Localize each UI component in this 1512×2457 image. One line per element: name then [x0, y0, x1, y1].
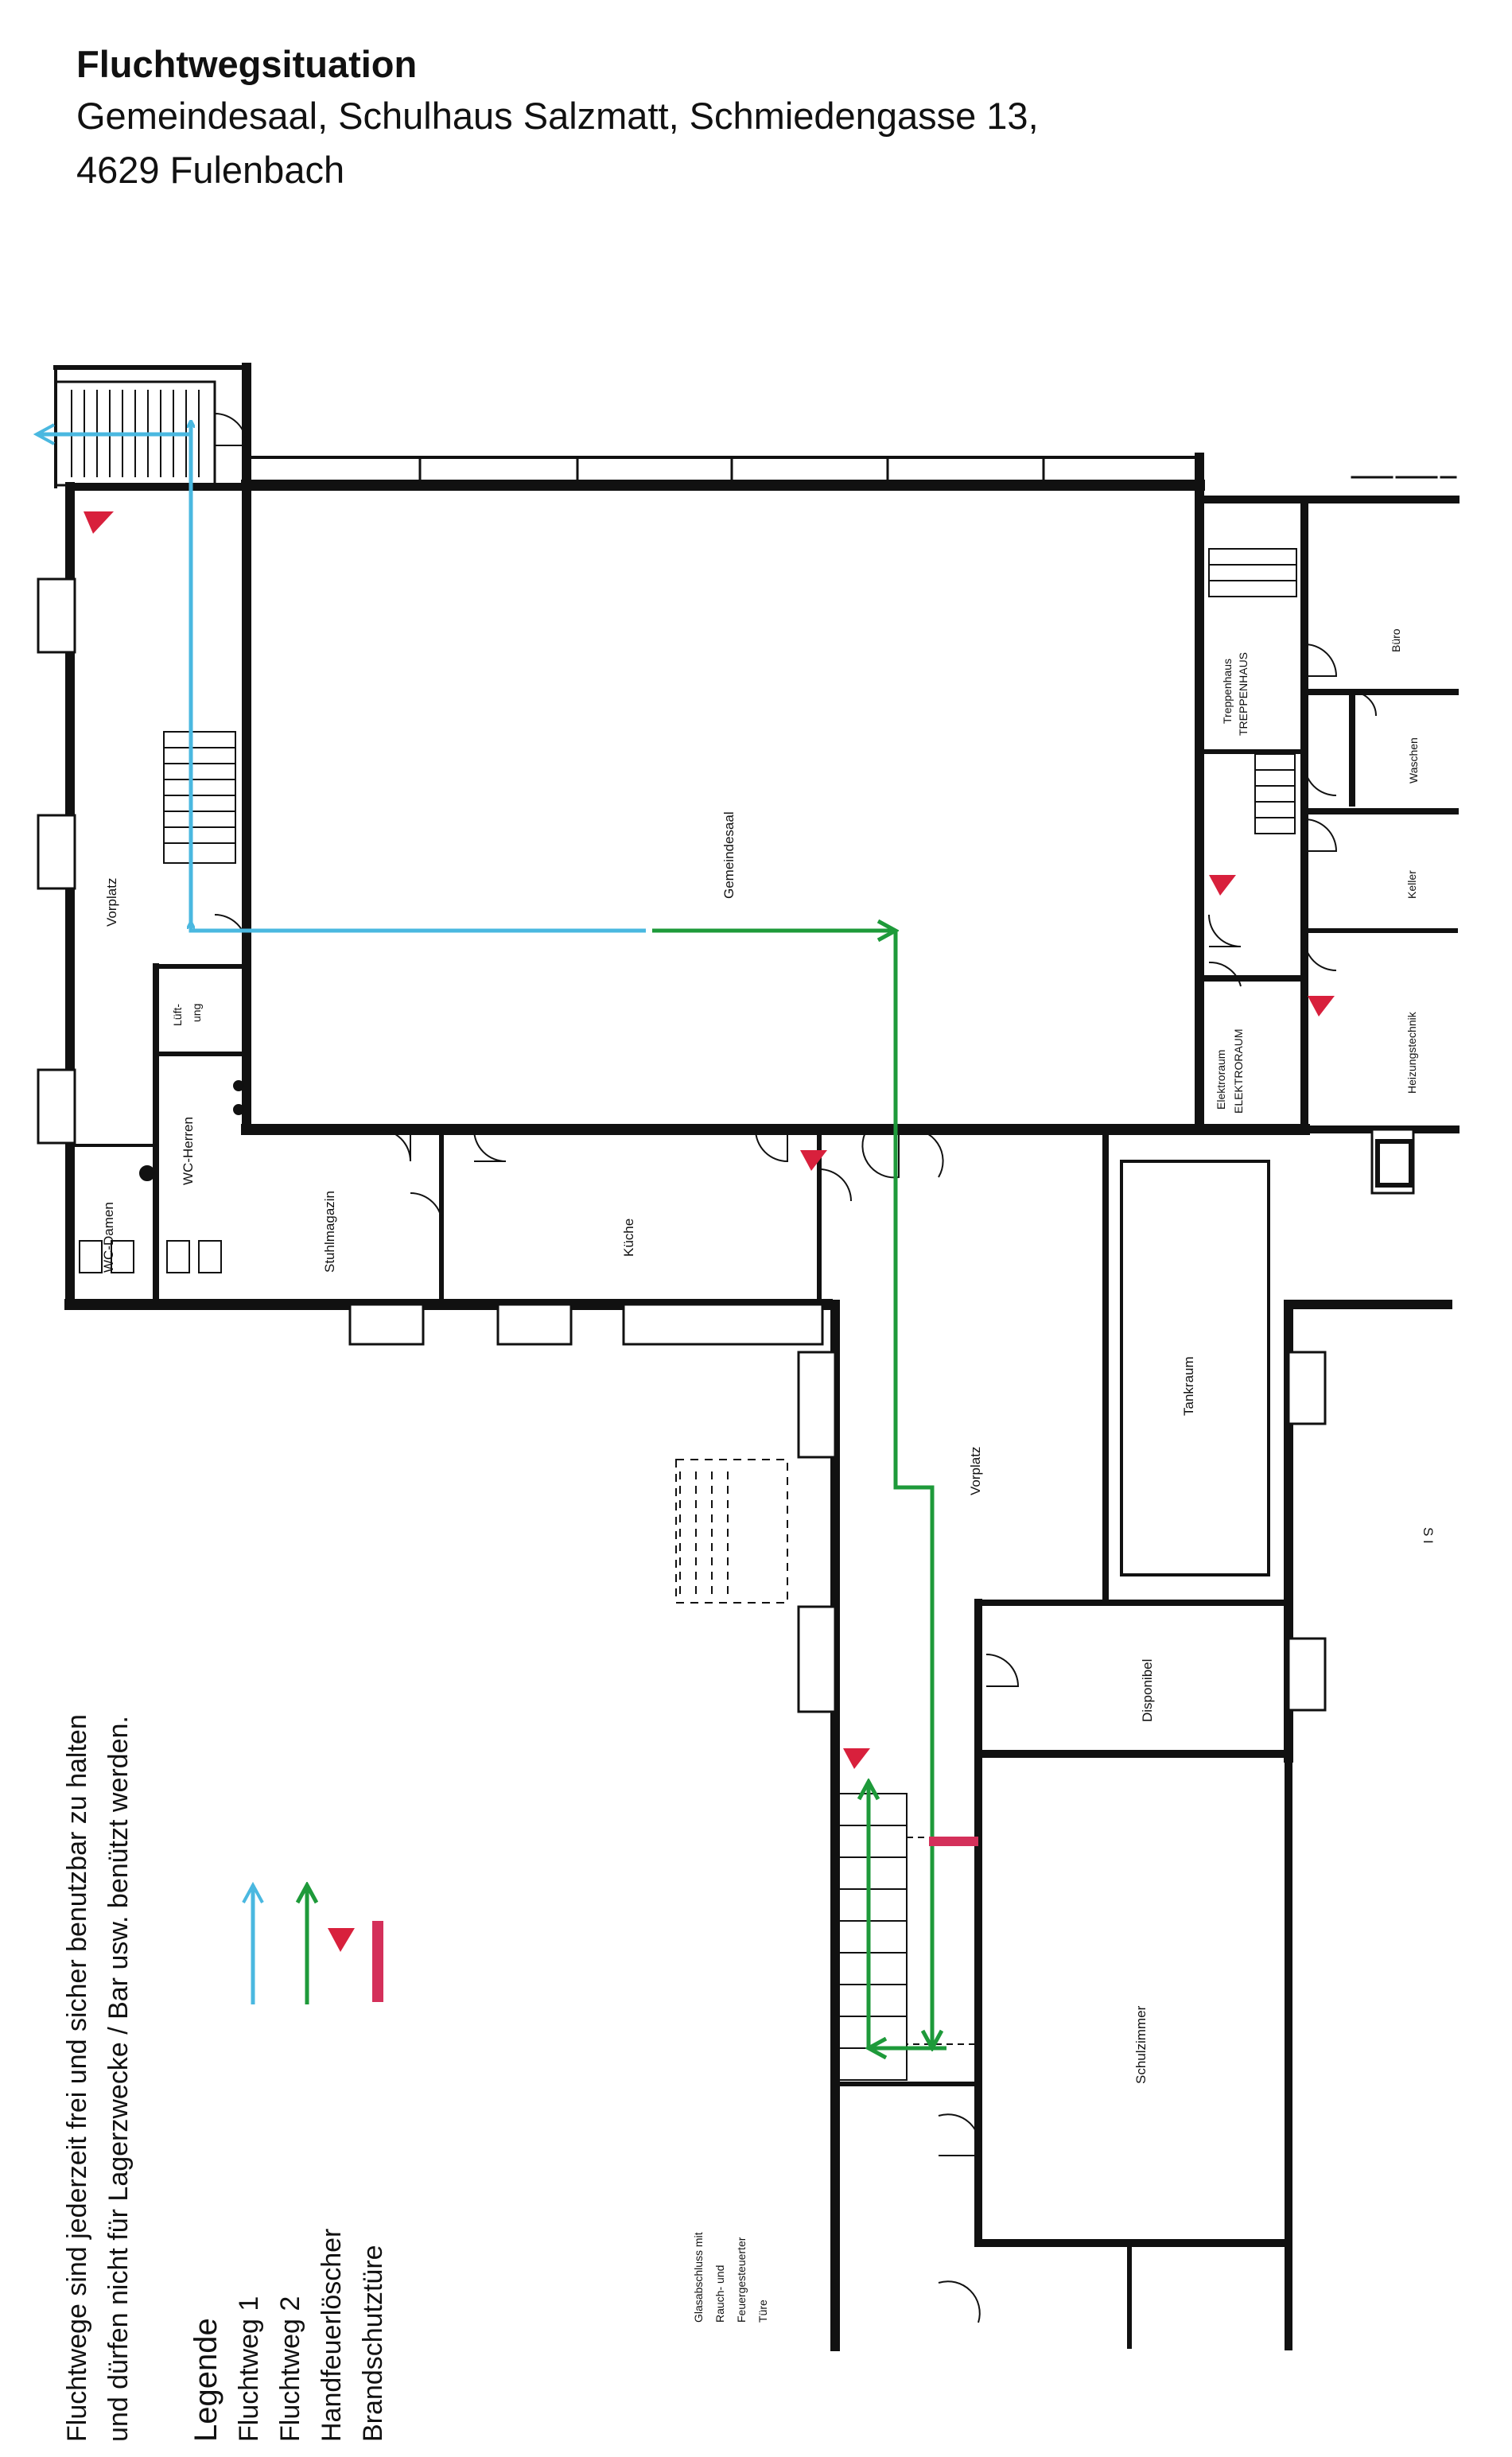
legend-swatch-brandschutztuere	[372, 1921, 383, 2002]
legend-swatch-handfeuerloescher	[328, 1928, 355, 1952]
outside-stair	[675, 1459, 788, 1604]
technical-box	[1375, 1139, 1413, 1188]
glass-note-line-4: Türe	[756, 2300, 769, 2323]
label-kueche: Küche	[621, 1219, 636, 1257]
glass-closure-note: Glasabschluss mit Rauch- und Feuergesteu…	[692, 2232, 769, 2323]
usage-notes: Fluchtwege sind jederzeit frei und siche…	[62, 1714, 134, 2442]
title-block: Fluchtwegsituation Gemeindesaal, Schulha…	[76, 40, 1039, 197]
label-tankraum: Tankraum	[1181, 1356, 1196, 1416]
label-treppenhaus: Treppenhaus	[1221, 659, 1234, 724]
label-disponibel: Disponibel	[1140, 1659, 1155, 1722]
wc-fixtures	[79, 1080, 244, 1273]
legend-item-brandschutztuere: Brandschutztüre	[358, 2245, 388, 2442]
glass-note-line-2: Rauch- und	[713, 2265, 726, 2323]
label-buero: Büro	[1390, 628, 1402, 652]
legend: Legende Fluchtweg 1 Fluchtweg 2 Handfeue…	[189, 1885, 388, 2442]
legend-item-fluchtweg-2: Fluchtweg 2	[275, 2296, 305, 2442]
glass-note-line-1: Glasabschluss mit	[692, 2232, 705, 2323]
note-line-2: und dürfen nicht für Lagerzwecke / Bar u…	[103, 1716, 134, 2442]
label-schulzimmer: Schulzimmer	[1133, 2005, 1149, 2084]
page-title: Fluchtwegsituation	[76, 43, 418, 85]
label-wc-herren: WC-Herren	[181, 1117, 196, 1185]
label-gemeindesaal: Gemeindesaal	[721, 811, 737, 899]
label-treppenhaus-stamp: TREPPENHAUS	[1237, 652, 1250, 736]
label-lueftung-2: ung	[190, 1004, 203, 1022]
label-vorplatz-mid: Vorplatz	[968, 1447, 983, 1495]
handfeuerloescher-markers	[84, 511, 1335, 1769]
doors	[214, 412, 1377, 2323]
label-vorplatz-top: Vorplatz	[104, 878, 119, 927]
label-elektroraum-stamp: ELEKTRORAUM	[1232, 1028, 1245, 1114]
legend-title: Legende	[189, 2318, 223, 2442]
legend-item-handfeuerloescher: Handfeuerlöscher	[317, 2229, 347, 2442]
windows	[37, 577, 1415, 1713]
label-waschen: Waschen	[1407, 737, 1420, 783]
stairs	[71, 390, 1297, 2081]
legend-item-fluchtweg-1: Fluchtweg 1	[234, 2296, 264, 2442]
brandschutztuere-markers	[929, 1837, 978, 1846]
address-line-1: Gemeindesaal, Schulhaus Salzmatt, Schmie…	[76, 95, 1039, 137]
label-lueftung-1: Lüft-	[171, 1004, 184, 1026]
room-labels: Gemeindesaal Vorplatz Lüft- ung WC-Herre…	[101, 628, 1436, 2084]
label-stuhlmagazin: Stuhlmagazin	[322, 1191, 337, 1273]
label-heizungstechnik: Heizungstechnik	[1405, 1011, 1418, 1094]
glass-note-line-3: Feuergesteuerter	[735, 2237, 748, 2323]
fluchtweg-1-route	[37, 422, 646, 933]
label-wc-damen: WC-Damen	[101, 1202, 116, 1273]
stray-mark: S I	[1421, 1527, 1436, 1544]
note-line-1: Fluchtwege sind jederzeit frei und siche…	[62, 1714, 92, 2442]
label-keller: Keller	[1405, 870, 1418, 899]
fluchtweg-2-route	[652, 931, 946, 2048]
label-elektroraum: Elektroraum	[1215, 1050, 1227, 1110]
address-line-2: 4629 Fulenbach	[76, 149, 345, 191]
